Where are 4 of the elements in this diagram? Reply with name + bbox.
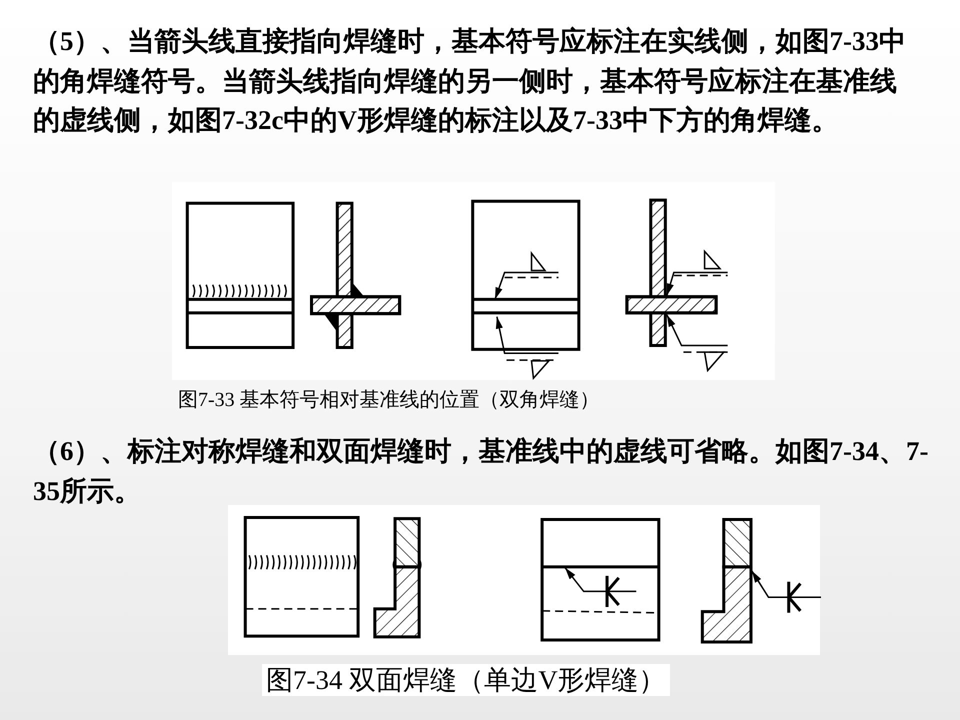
figure-caption: 图7-33 基本符号相对基准线的位置（双角焊缝） [177, 388, 601, 412]
figure-caption: 图7-34 双面焊缝（单边V形焊缝） [262, 664, 670, 696]
paragraph: （6）、标注对称焊缝和双面焊缝时，基准线中的虚线可省略。如图7-34、7-35所示。 [33, 435, 930, 508]
paragraph: （5）、当箭头线直接指向焊缝时，基本符号应标注在实线侧，如图7-33中的角焊缝符号。当箭头线指向焊缝的另一侧时，基本符号应标注在基准线的虚线侧，如图7-32c中的V形焊缝的标注以及7-33中下方的角焊缝。 [33, 25, 907, 137]
